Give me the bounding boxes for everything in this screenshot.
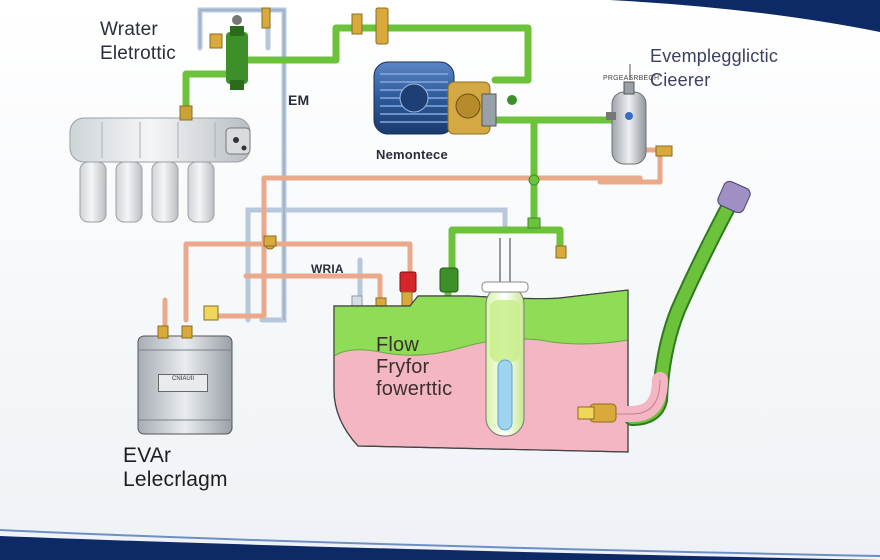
flow-line2: Fryfor [376,356,430,378]
copper-pipes [162,147,663,333]
pump-motor [373,61,517,135]
em-label: EM [288,92,310,108]
evar-line2: Lelecrlagm [123,468,228,491]
control-valves [399,267,459,307]
evar-label: EVAr Lelecrlagm [123,444,228,492]
accent-bottom [0,536,880,560]
evemplegg-line1: Evemplegglictic [650,46,779,66]
flow-meter-tube [481,238,529,437]
tank-display-text: CNIAUII [171,376,194,382]
water-electric-label: Wrater Eletrottic [100,18,176,66]
evemplegg-line2: Cieerer [650,70,711,90]
hose [577,180,751,426]
tank-display: CNIAUII [158,374,208,392]
water-electric-line1: Wrater [100,19,158,40]
evar-line1: EVAr [123,444,172,467]
evemplegg-label: Evemplegglictic Cieerer [650,44,778,92]
flow-label: Flow Fryfor fowerttic [376,334,452,400]
flow-line3: fowerttic [376,378,453,400]
water-electric-line2: Eletrottic [100,43,176,64]
wria-label: WRIA [311,262,344,276]
filter-unit [69,105,251,223]
flow-reservoir [333,289,629,453]
pressure-vessel [606,64,673,165]
top-brass-fittings [351,7,389,45]
vessel-small-label: PRGEASRBEGH [603,75,660,82]
accent-top-right [610,0,880,32]
nemontece-label: Nemontece [376,147,448,162]
valve-assembly [209,7,271,90]
flow-line1: Flow [376,334,420,356]
